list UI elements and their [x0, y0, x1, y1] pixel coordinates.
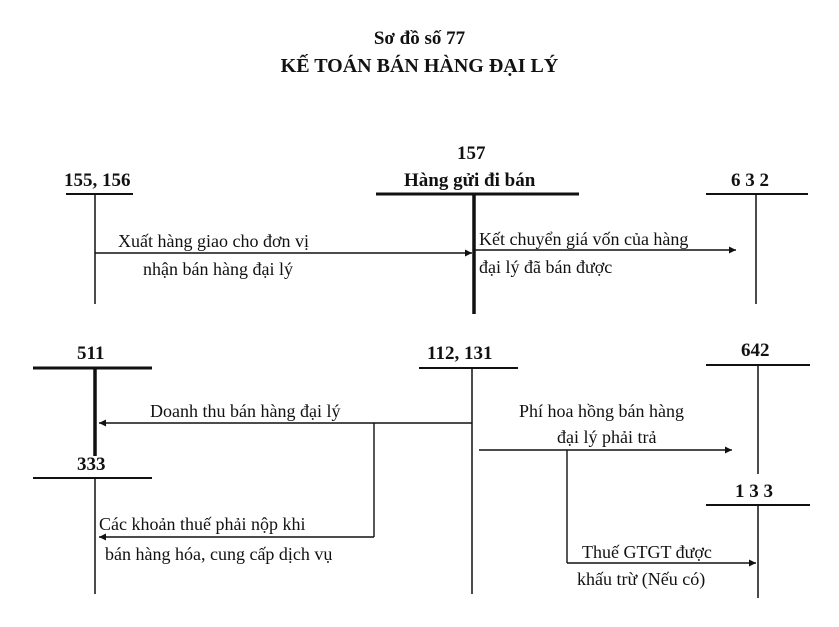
account-157-name: Hàng gửi đi bán: [404, 170, 536, 191]
t-account-333: [33, 477, 152, 594]
label-cogs-line1: Kết chuyển giá vốn của hàng: [479, 229, 689, 249]
t-account-155-156: [66, 193, 133, 304]
label-export-line1: Xuất hàng giao cho đơn vị: [118, 231, 309, 251]
label-commission-line2: đại lý phải trả: [557, 427, 657, 447]
label-export-line2: nhận bán hàng đại lý: [143, 259, 293, 279]
t-account-157: [376, 192, 579, 314]
account-511-label: 511: [77, 343, 105, 364]
t-account-112-131: [419, 367, 518, 594]
diagram-title: KẾ TOÁN BÁN HÀNG ĐẠI LÝ: [280, 55, 559, 77]
label-tax-line2: bán hàng hóa, cung cấp dịch vụ: [105, 544, 333, 564]
diagram-number: Sơ đồ số 77: [373, 28, 466, 49]
label-cogs-line2: đại lý đã bán được: [479, 257, 613, 277]
label-tax-line1: Các khoản thuế phải nộp khi: [99, 514, 306, 534]
arrow-vat-deductible: [566, 450, 756, 567]
account-157-code: 157: [457, 143, 486, 164]
account-155-156-label: 155, 156: [64, 170, 131, 191]
account-333-label: 333: [77, 454, 106, 475]
t-account-632: [706, 193, 808, 304]
account-112-131-label: 112, 131: [427, 343, 493, 364]
label-vat-line1: Thuế GTGT được: [582, 542, 712, 562]
account-642-label: 642: [741, 340, 770, 361]
label-vat-line2: khấu trừ (Nếu có): [577, 569, 706, 589]
label-commission-line1: Phí hoa hồng bán hàng: [519, 401, 684, 421]
t-account-133: [706, 504, 810, 598]
account-632-label: 6 3 2: [731, 170, 769, 191]
account-133-label: 1 3 3: [735, 481, 773, 502]
arrow-tax-payable: [99, 423, 375, 541]
t-account-642: [706, 364, 810, 474]
label-revenue: Doanh thu bán hàng đại lý: [150, 401, 341, 421]
t-account-511: [33, 366, 152, 456]
